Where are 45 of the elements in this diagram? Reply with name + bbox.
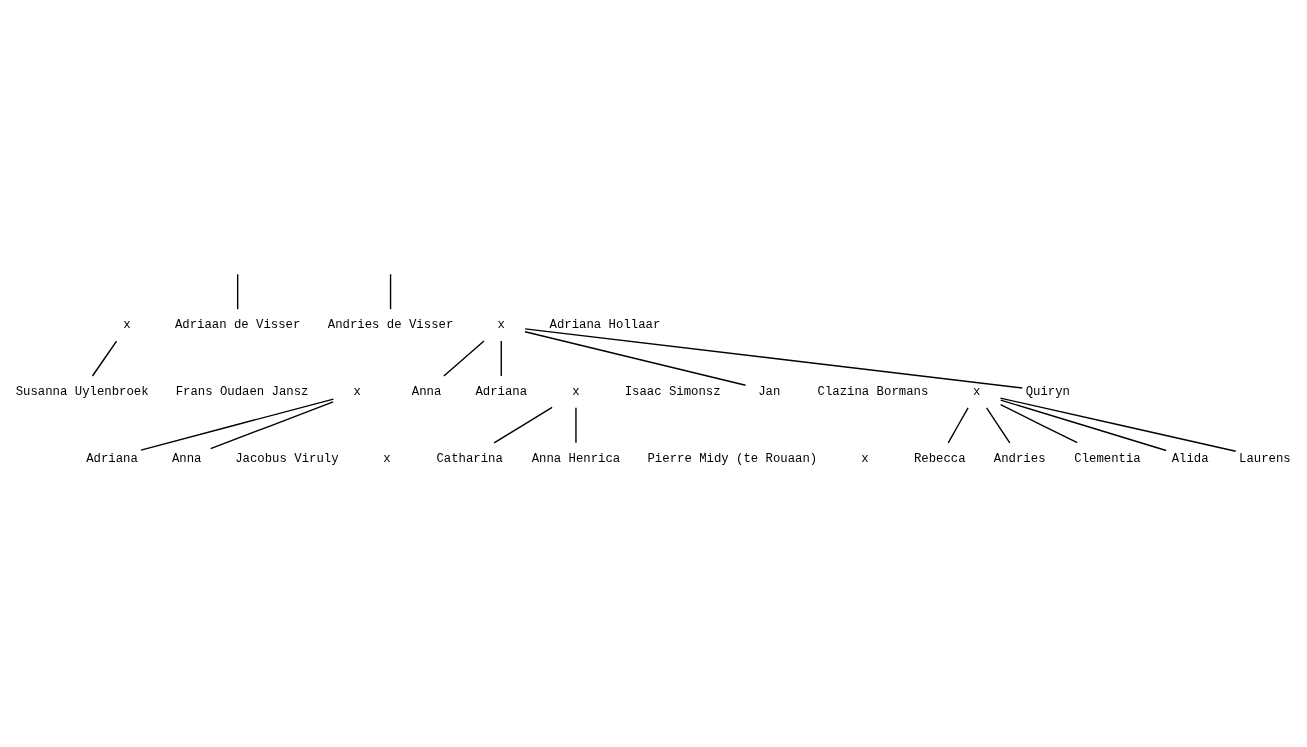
connector bbox=[999, 396, 1237, 452]
connector bbox=[493, 406, 553, 443]
node-text: x bbox=[861, 451, 869, 466]
node-text: Adriana bbox=[475, 384, 528, 399]
connector bbox=[947, 406, 969, 443]
node-text: Jacobus Viruly bbox=[235, 451, 339, 466]
node-text: Rebecca bbox=[913, 451, 966, 466]
connector bbox=[524, 330, 747, 386]
node-text: x bbox=[497, 317, 505, 332]
connector bbox=[524, 327, 1023, 389]
connector bbox=[209, 400, 334, 449]
node-text: Clazina Bormans bbox=[817, 384, 929, 399]
node-text: Alida bbox=[1171, 451, 1209, 466]
node-text: Adriana bbox=[86, 451, 138, 466]
connector bbox=[500, 339, 502, 377]
node-text: Frans Oudaen Jansz bbox=[175, 384, 309, 399]
connector bbox=[985, 406, 1011, 443]
connector bbox=[236, 273, 239, 310]
node-text: Anna Henrica bbox=[531, 451, 621, 466]
connector bbox=[443, 339, 485, 377]
node-text: Quiryn bbox=[1025, 384, 1070, 399]
node-text: Isaac Simonsz bbox=[624, 384, 721, 399]
connector bbox=[575, 406, 577, 443]
node-text: Anna bbox=[411, 384, 442, 399]
connector bbox=[91, 339, 118, 377]
connector bbox=[1000, 398, 1167, 451]
node-text: Jan bbox=[758, 384, 781, 399]
node-text: Pierre Midy (te Rouaan) bbox=[647, 451, 818, 466]
node-text: x bbox=[572, 384, 580, 399]
node-text: Catharina bbox=[436, 451, 503, 466]
node-text: x bbox=[383, 451, 391, 466]
node-text: x bbox=[353, 384, 361, 399]
node-text: Laurens bbox=[1239, 451, 1291, 466]
connector bbox=[999, 403, 1078, 443]
node-text: Adriana Hollaar bbox=[549, 317, 661, 332]
node-text: Anna bbox=[171, 451, 202, 466]
connector bbox=[389, 273, 392, 310]
node-text: Adriaan de Visser bbox=[174, 317, 301, 332]
node-text: x bbox=[972, 384, 981, 399]
connector bbox=[140, 397, 335, 451]
node-text: Andries de Visser bbox=[327, 317, 454, 332]
node-text: x bbox=[123, 317, 131, 332]
node-text: Clementia bbox=[1074, 451, 1141, 466]
node-text: Susanna Uylenbroek bbox=[15, 384, 149, 399]
node-text: Andries bbox=[993, 451, 1046, 466]
